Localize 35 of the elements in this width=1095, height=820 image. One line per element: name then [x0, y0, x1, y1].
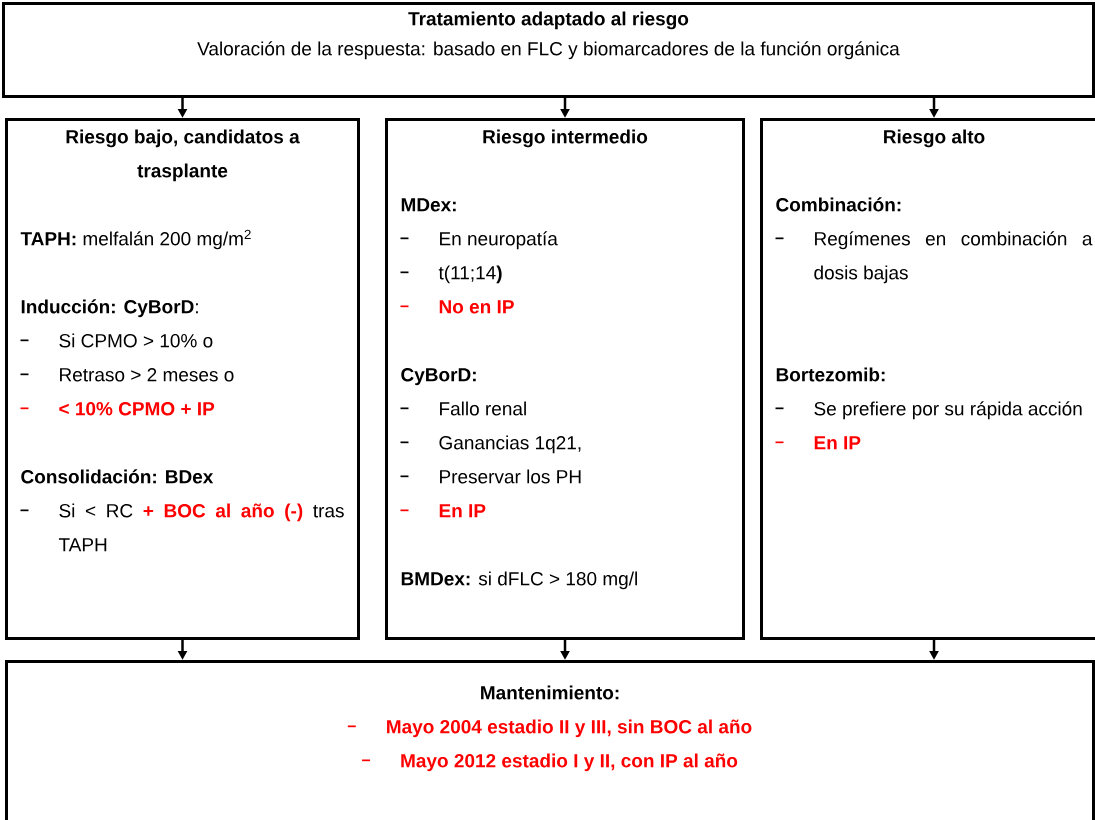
list-item: Retraso > 2 meses o: [60, 368, 234, 382]
section-label: CyBorD:: [401, 368, 476, 386]
process-box: [385, 118, 745, 640]
heading: Riesgo alto: [884, 129, 985, 148]
process-box: [2, 2, 1095, 98]
section-label: Combinación:: [776, 197, 901, 212]
list-item: < 10% CPMO + IP: [59, 402, 215, 416]
list-item: Regímenes en combinación a dosis bajas: [814, 231, 1093, 284]
list-item: Se prefiere por su rápida acción: [814, 401, 1082, 420]
section-label: Bortezomib:: [776, 367, 885, 382]
text-line: Inducción: CyBorD:: [21, 299, 198, 318]
section-label: MDex:: [401, 198, 456, 212]
process-box: [5, 118, 360, 640]
list-item: En IP: [439, 504, 486, 518]
heading: Riesgo bajo, candidatos a trasplante: [66, 129, 300, 182]
list-item: Fallo renal: [440, 401, 526, 416]
text-line: TAPH: melfalán 200 mg/m$^{2}$: [20, 229, 251, 250]
list-item: Mayo 2012 estadio I y II, con IP al año: [401, 753, 738, 772]
list-item: Preservar los PH: [440, 469, 581, 484]
process-box: [5, 660, 1095, 820]
heading: Riesgo intermedio: [483, 129, 648, 148]
list-item: Ganancias 1q21,: [439, 435, 581, 454]
section-label: Consolidación: BDex: [21, 469, 214, 484]
process-box: [760, 118, 1095, 640]
list-item: Si < RC + BOC al año (-) tras TAPH: [58, 503, 344, 552]
text-line: BMDex: si dFLC > 180 mg/l: [401, 571, 637, 590]
list-item: Mayo 2004 estadio II y III, sin BOC al año: [387, 719, 752, 738]
list-item: Si CPMO > 10% o: [59, 333, 213, 348]
list-item: En IP: [814, 436, 861, 450]
heading: Mantenimiento:: [481, 685, 619, 700]
list-item: t(11;14): [438, 265, 502, 284]
list-item: En neuropatía: [440, 231, 558, 250]
list-item: No en IP: [439, 300, 514, 314]
subheading: Valoración de la respuesta: basado en FLC y biomarcadores de la función orgánica: [197, 41, 900, 60]
heading: Tratamiento adaptado al riesgo: [408, 11, 689, 30]
